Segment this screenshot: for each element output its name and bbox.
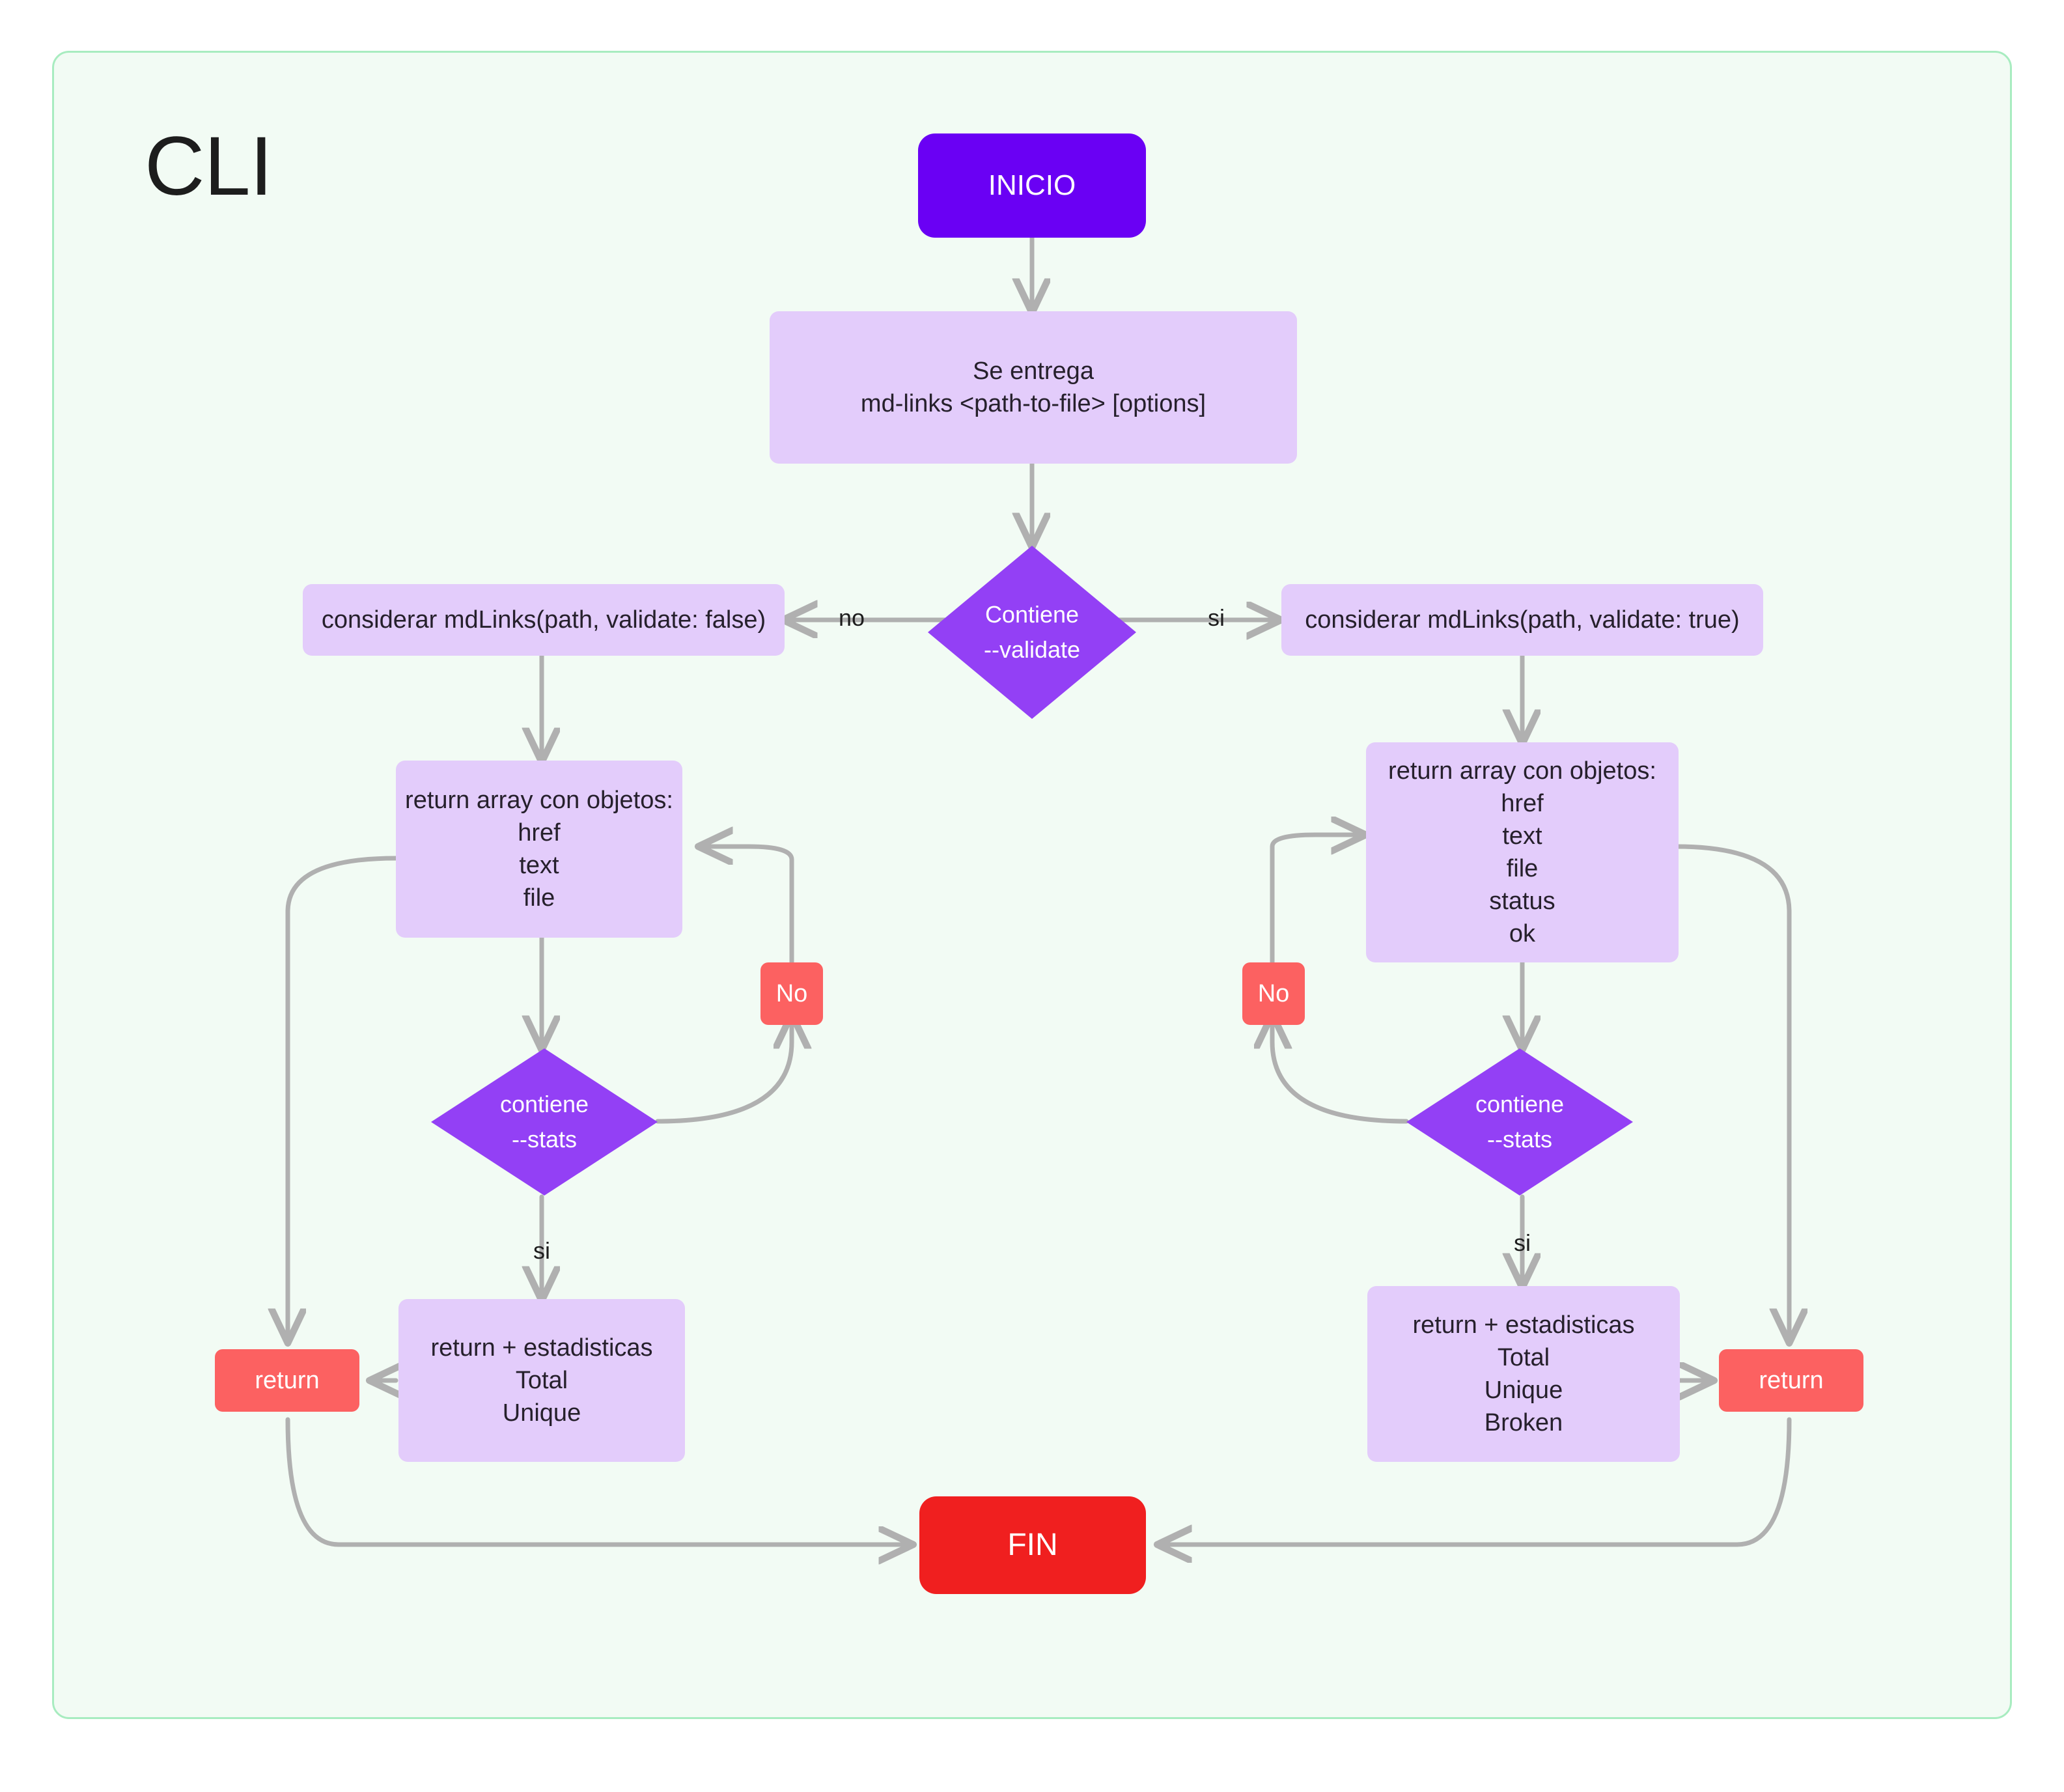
- node-return-left[interactable]: return: [215, 1349, 359, 1412]
- node-decision-validate[interactable]: Contiene --validate: [928, 546, 1136, 719]
- edge-label-validate-si: si: [1208, 604, 1225, 631]
- node-decision-stats-right[interactable]: contiene --stats: [1406, 1048, 1633, 1196]
- node-no-badge-left[interactable]: No: [760, 962, 823, 1025]
- node-decision-stats-right-label: contiene --stats: [1475, 1091, 1565, 1153]
- node-mdlinks-false[interactable]: considerar mdLinks(path, validate: false…: [303, 584, 785, 656]
- node-return-right[interactable]: return: [1719, 1349, 1863, 1412]
- node-no-badge-right[interactable]: No: [1242, 962, 1305, 1025]
- node-decision-validate-label: Contiene --validate: [983, 601, 1081, 663]
- edge-label-stats-left-si: si: [533, 1237, 550, 1264]
- node-array-right[interactable]: return array con objetos: href text file…: [1366, 742, 1679, 962]
- node-decision-stats-left[interactable]: contiene --stats: [431, 1048, 658, 1196]
- node-stats-left[interactable]: return + estadisticas Total Unique: [398, 1299, 685, 1462]
- node-decision-stats-left-label: contiene --stats: [499, 1091, 589, 1153]
- edge-label-validate-no: no: [838, 604, 865, 631]
- node-start[interactable]: INICIO: [918, 133, 1146, 238]
- diagram-panel: [52, 51, 2012, 1719]
- page-title: CLI: [145, 120, 273, 213]
- node-stats-right[interactable]: return + estadisticas Total Unique Broke…: [1367, 1286, 1680, 1462]
- node-se-entrega[interactable]: Se entrega md-links <path-to-file> [opti…: [770, 311, 1297, 464]
- node-end[interactable]: FIN: [919, 1496, 1146, 1594]
- edge-label-stats-right-si: si: [1514, 1229, 1531, 1256]
- node-mdlinks-true[interactable]: considerar mdLinks(path, validate: true): [1281, 584, 1763, 656]
- node-array-left[interactable]: return array con objetos: href text file: [396, 761, 682, 938]
